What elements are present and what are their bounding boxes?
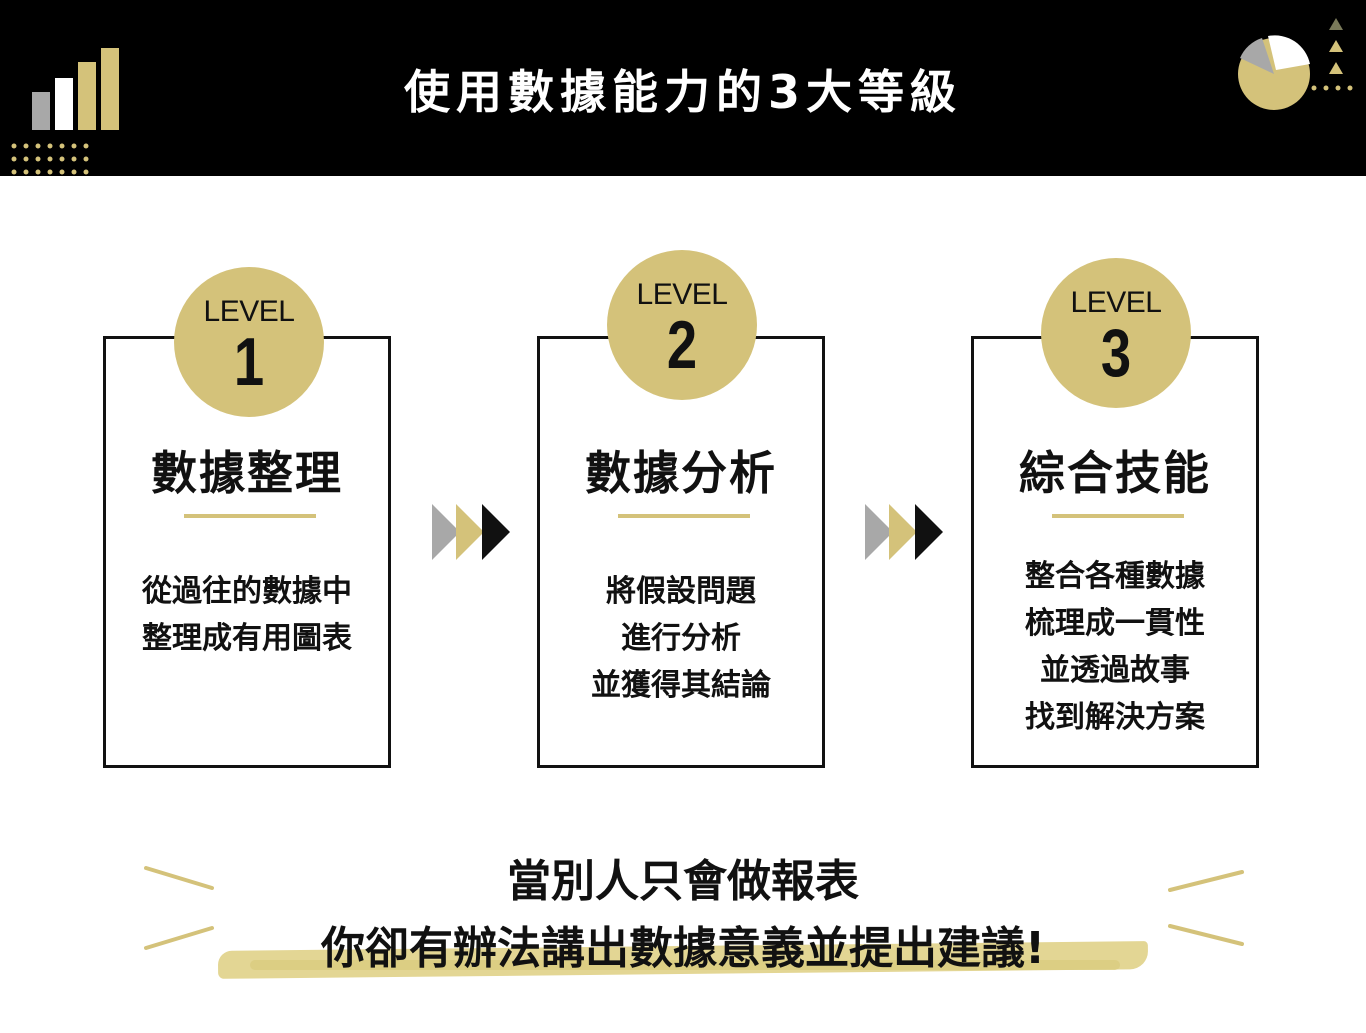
level-3-badge: LEVEL 3 [1041,258,1191,408]
chevron-arrows-icon [432,504,510,560]
level-label: LEVEL [636,278,728,311]
header-banner: 使用數據能力的3大等級 [0,0,1366,176]
level-3-card: 綜合技能 整合各種數據 梳理成一貫性 並透過故事 找到解決方案 [971,336,1259,768]
divider [184,514,316,518]
card-title: 數據整理 [151,446,343,500]
level-1-badge: LEVEL 1 [174,267,324,417]
level-2-card: 數據分析 將假設問題 進行分析 並獲得其結論 [537,336,825,768]
description-line: 將假設問題 [606,574,756,609]
description-line: 整理成有用圖表 [142,621,352,656]
page-title: 使用數據能力的3大等級 [403,65,962,119]
description-line: 梳理成一貫性 [1025,606,1205,641]
description-line: 進行分析 [621,621,741,656]
description-line: 並透過故事 [1040,653,1190,688]
description-line: 找到解決方案 [1025,700,1205,735]
accent-lines-left-icon [144,866,214,950]
divider [1052,514,1184,518]
pie-chart-icon [1238,18,1353,110]
divider [618,514,750,518]
card-title: 數據分析 [585,446,777,500]
footer-line-1: 當別人只會做報表 [507,856,859,907]
level-2-badge: LEVEL 2 [607,250,757,400]
card-description: 從過往的數據中 整理成有用圖表 [106,568,388,662]
footer-line-2: 你卻有辦法講出數據意義並提出建議! [320,923,1046,974]
level-number: 3 [1100,315,1132,391]
level-number: 1 [233,324,265,400]
level-label: LEVEL [1070,286,1162,319]
card-title: 綜合技能 [1019,446,1211,500]
chevron-arrows-icon [865,504,943,560]
description-line: 整合各種數據 [1025,559,1205,594]
level-label: LEVEL [203,295,295,328]
brush-highlight-stroke [250,960,1120,970]
card-description: 將假設問題 進行分析 並獲得其結論 [540,568,822,709]
card-description: 整合各種數據 梳理成一貫性 並透過故事 找到解決方案 [974,553,1256,741]
description-line: 從過往的數據中 [142,574,352,609]
description-line: 並獲得其結論 [591,668,771,703]
bar-chart-icon [11,48,119,175]
accent-lines-right-icon [1168,870,1244,946]
level-number: 2 [666,307,698,383]
